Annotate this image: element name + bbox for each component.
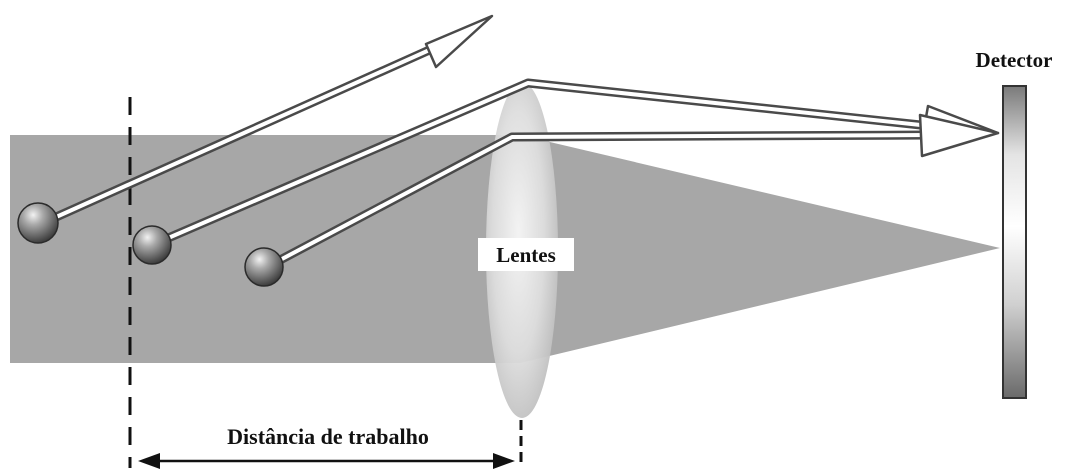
- lens-label-background: [478, 238, 574, 271]
- detector-label: Detector: [976, 48, 1053, 72]
- focus-cone: [520, 135, 1000, 363]
- scattered-ray: [40, 14, 494, 227]
- working-distance-label: Distância de trabalho: [227, 424, 429, 449]
- particle-3: [244, 247, 284, 287]
- working-distance-arrow: [138, 453, 515, 469]
- lens-label: Lentes: [496, 243, 556, 267]
- detector: [1002, 85, 1027, 399]
- particle-2: [132, 225, 172, 265]
- particle-1: [17, 202, 59, 244]
- ray-to-detector-lower: [262, 113, 1000, 272]
